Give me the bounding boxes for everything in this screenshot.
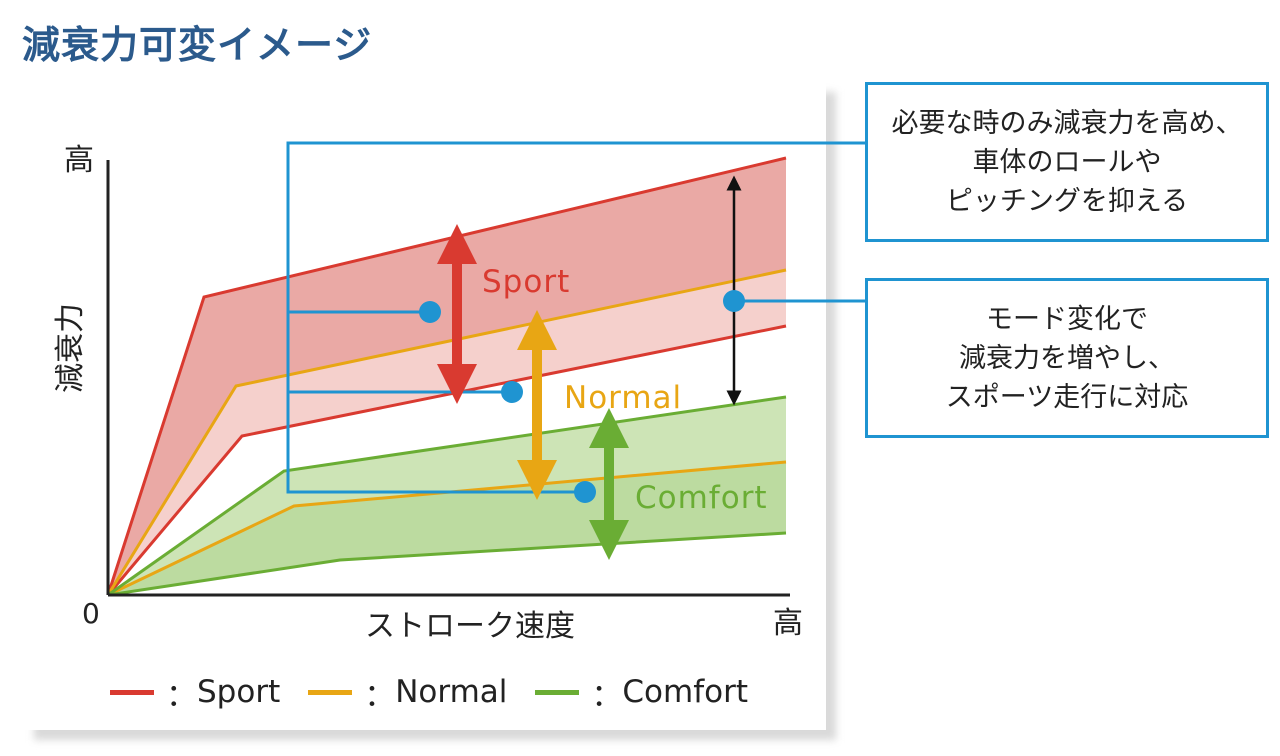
legend-item-comfort: ： Comfort [535,670,748,715]
sport-line-upper [106,156,787,596]
legend-separator: ： [591,677,623,714]
legend-label-sport: Sport [197,674,281,710]
variable-dot [723,290,745,312]
normal-mode-label: Normal [564,380,682,416]
legend-label-normal: Normal [395,674,508,710]
normal-dot [501,381,523,403]
legend-separator: ： [364,677,396,714]
sport-dot [419,301,441,323]
callout-top: 必要な時のみ減衰力を高め、 車体のロールや ピッチングを抑える [865,82,1269,242]
comfort-swatch [535,689,580,695]
legend-label-comfort: Comfort [622,674,748,710]
origin-label: 0 [82,597,100,630]
legend-item-sport: ： Sport [110,670,280,715]
legend: ： Sport ： Normal ： Comfort [110,668,776,716]
sport-mode-label: Sport [482,264,570,300]
x-axis-max-label: 高 [773,606,803,641]
sport-line-lower [106,324,787,596]
comfort-dot [574,481,596,503]
callout-top-line-1: 必要な時のみ減衰力を高め、 [891,107,1243,139]
legend-item-normal: ： Normal [308,670,507,715]
callout-bottom-line-3: スポーツ走行に対応 [945,381,1189,413]
x-axis-label: ストローク速度 [365,609,575,644]
y-axis-label: 減衰力 [53,303,88,393]
sport-band-upper [108,158,786,595]
sport-swatch [110,689,154,695]
comfort-line-lower [107,531,787,597]
callout-top-line-2: 車体のロールや [972,146,1162,178]
y-axis-max-label: 高 [64,143,94,178]
normal-line-upper [106,268,787,596]
callout-bottom-line-1: モード変化で [986,303,1148,335]
sport-band-lower [108,270,786,595]
callout-top-line-3: ピッチングを抑える [945,185,1189,217]
legend-separator: ： [166,677,197,714]
callout-bottom: モード変化で 減衰力を増やし、 スポーツ走行に対応 [865,278,1269,438]
normal-swatch [308,689,353,695]
comfort-mode-label: Comfort [635,480,768,516]
callout-bottom-line-2: 減衰力を増やし、 [959,342,1175,374]
page-title: 減衰力可変イメージ [22,23,373,67]
top-callout-leader [286,141,865,494]
